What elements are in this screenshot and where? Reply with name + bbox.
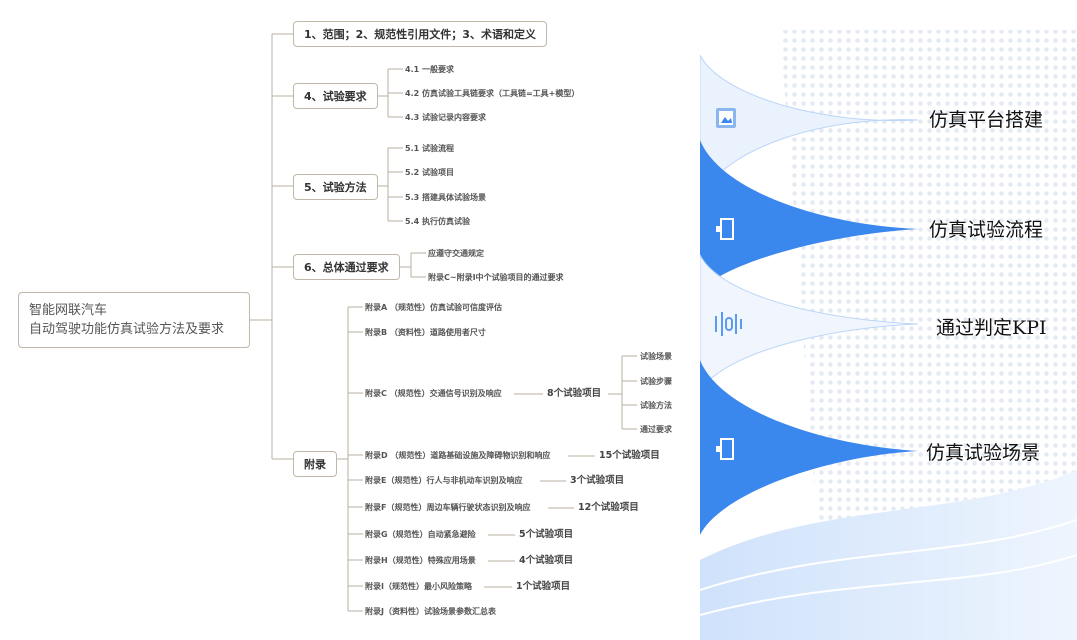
appendix-i[interactable]: 附录I（规范性）最小风险策略 [365,582,472,591]
appendix-d[interactable]: 附录D （规范性）道路基础设施及障碍物识别和响应 [365,451,551,460]
appendix-c-sub-pass[interactable]: 通过要求 [640,425,672,434]
mind-map-connectors [250,33,637,612]
mind-map: 智能网联汽车 自动驾驶功能仿真试验方法及要求 1、范围；2、规范性引用文件；3、… [18,21,672,616]
door-icon [716,218,734,240]
branch-test-requirements-label: 4、试验要求 [304,90,367,103]
root-title-line2: 自动驾驶功能仿真试验方法及要求 [29,322,225,337]
waveform-icon [715,312,742,336]
dot-map-background [780,30,1077,560]
root-node[interactable]: 智能网联汽车 自动驾驶功能仿真试验方法及要求 [18,292,250,348]
summary-panel: 仿真平台搭建 仿真试验流程 通过判定KPI 仿真试验场景 [700,0,1077,640]
horn-shape-1 [700,54,919,201]
appendix-i-count[interactable]: 1个试验项目 [516,581,571,592]
appendix-d-count[interactable]: 15个试验项目 [599,450,660,461]
label-test-scenario[interactable]: 仿真试验场景 [926,442,1041,464]
appendix-a[interactable]: 附录A （规范性）仿真试验可信度评估 [365,303,502,312]
leaf-4-3[interactable]: 4.3 试验记录内容要求 [405,113,486,122]
root-title-line1: 智能网联汽车 [29,303,108,318]
leaf-4-2[interactable]: 4.2 仿真试验工具链要求（工具链=工具+模型） [405,89,580,98]
branch-test-requirements[interactable]: 4、试验要求 [293,83,378,109]
appendix-f[interactable]: 附录F（规范性）周边车辆行驶状态识别及响应 [365,503,531,512]
appendix-c-sub-scenario[interactable]: 试验场景 [640,352,672,361]
label-platform-setup[interactable]: 仿真平台搭建 [929,109,1044,131]
horn-shape-3 [700,254,919,393]
image-icon [716,108,736,128]
appendix-c-sub-steps[interactable]: 试验步骤 [640,377,672,386]
appendix-g-count[interactable]: 5个试验项目 [519,529,574,540]
leaf-5-2[interactable]: 5.2 试验项目 [405,168,454,177]
appendix-h-count[interactable]: 4个试验项目 [519,555,574,566]
door-icon [716,438,734,460]
branch-appendix[interactable]: 附录 [293,451,337,477]
horn-shape-2 [700,140,918,292]
branch-scope[interactable]: 1、范围；2、规范性引用文件；3、术语和定义 [293,21,547,47]
branch-scope-label: 1、范围；2、规范性引用文件；3、术语和定义 [304,28,536,41]
branch-pass-requirements[interactable]: 6、总体通过要求 [293,254,400,280]
appendix-g[interactable]: 附录G（规范性）自动紧急避险 [365,530,476,539]
leaf-6-2[interactable]: 附录C~附录I中个试验项目的通过要求 [428,273,564,282]
summary-panel-graphic [700,0,1077,640]
appendix-f-count[interactable]: 12个试验项目 [578,502,639,513]
branch-appendix-label: 附录 [304,458,326,471]
appendix-c-sub-method[interactable]: 试验方法 [640,401,672,410]
appendix-c[interactable]: 附录C （规范性）交通信号识别及响应 [365,389,502,398]
branch-test-methods-label: 5、试验方法 [304,181,367,194]
appendix-j[interactable]: 附录J（资料性）试验场景参数汇总表 [365,607,496,616]
leaf-5-1[interactable]: 5.1 试验流程 [405,144,454,153]
appendix-c-count[interactable]: 8个试验项目 [547,388,602,399]
label-test-process[interactable]: 仿真试验流程 [929,219,1044,241]
branch-test-methods[interactable]: 5、试验方法 [293,174,378,200]
branch-pass-requirements-label: 6、总体通过要求 [304,261,389,274]
appendix-b[interactable]: 附录B （资料性）道路使用者尺寸 [365,328,486,337]
appendix-e[interactable]: 附录E（规范性）行人与非机动车识别及响应 [365,476,523,485]
leaf-5-4[interactable]: 5.4 执行仿真试验 [405,217,470,226]
appendix-h[interactable]: 附录H（规范性）特殊应用场景 [365,556,476,565]
leaf-6-1[interactable]: 应遵守交通规定 [428,249,484,258]
leaf-4-1[interactable]: 4.1 一般要求 [405,65,454,74]
label-pass-kpi[interactable]: 通过判定KPI [936,317,1047,339]
appendix-e-count[interactable]: 3个试验项目 [570,475,625,486]
horn-shape-4 [700,360,918,535]
leaf-5-3[interactable]: 5.3 搭建具体试验场景 [405,193,486,202]
